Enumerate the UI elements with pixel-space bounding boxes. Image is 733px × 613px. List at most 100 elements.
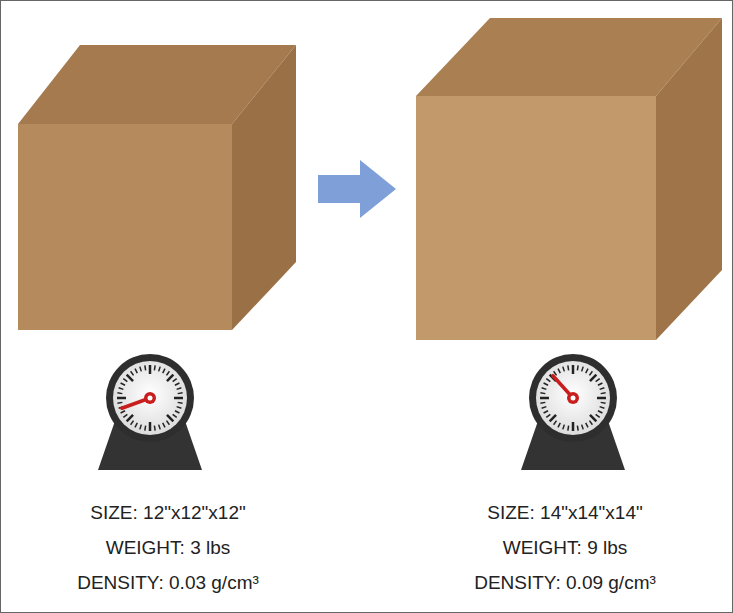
dial-tick <box>159 367 161 372</box>
dial-tick <box>590 375 596 381</box>
dial-tick <box>598 383 602 385</box>
dial-tick <box>159 425 161 430</box>
dial-tick <box>546 379 550 382</box>
dial-tick <box>140 367 142 372</box>
dial-tick <box>173 414 177 417</box>
dial-tick <box>572 422 575 431</box>
dial-tick <box>550 415 556 421</box>
dial-tick <box>540 392 545 394</box>
weighing-scale <box>521 354 625 470</box>
dial-face <box>536 361 610 435</box>
dial-tick <box>540 397 549 400</box>
needle-hub <box>567 392 579 404</box>
dial-tick <box>558 423 560 427</box>
dial-tick <box>163 369 165 373</box>
dial-tick <box>582 425 584 430</box>
dial-tick <box>154 365 156 370</box>
measurement-label: WEIGHT: 3 lbs <box>4 536 332 560</box>
dial-tick <box>542 407 547 409</box>
box-front <box>416 96 656 340</box>
box-front <box>18 124 232 330</box>
dial-tick <box>167 415 173 421</box>
dial-tick <box>140 425 142 430</box>
dial-tick <box>177 407 182 409</box>
dial-tick <box>167 375 173 381</box>
box-side <box>656 18 722 340</box>
weighing-scale <box>98 354 202 470</box>
dial-tick <box>144 426 146 431</box>
dial-tick <box>127 375 133 381</box>
dial-tick <box>589 371 592 375</box>
dial-tick <box>173 379 177 382</box>
dial-tick <box>135 369 137 373</box>
measurement-label: SIZE: 12"x12"x12" <box>4 501 332 525</box>
dial-tick <box>178 392 183 394</box>
dial-tick <box>175 383 179 385</box>
dial-tick <box>542 388 547 390</box>
dial-tick <box>123 414 127 417</box>
measurement-label: WEIGHT: 9 lbs <box>401 536 729 560</box>
transition-arrow <box>318 160 396 218</box>
dial-tick <box>572 365 575 374</box>
dial-tick <box>121 383 125 385</box>
dial-tick <box>117 402 122 404</box>
dial-tick <box>166 371 169 375</box>
dial-tick <box>596 379 600 382</box>
dial-tick <box>144 365 146 370</box>
dial-tick <box>554 421 557 425</box>
dial-tick <box>577 365 579 370</box>
dial-tick <box>117 397 126 400</box>
dial-tick <box>175 411 179 413</box>
dial-tick <box>149 365 152 374</box>
dial-tick <box>149 422 152 431</box>
needle-hub <box>144 392 156 404</box>
dial-tick <box>601 392 606 394</box>
needle-pin <box>148 396 153 401</box>
dial-tick <box>540 402 545 404</box>
dial-tick <box>598 411 602 413</box>
large-box <box>416 18 722 340</box>
measurement-label: DENSITY: 0.03 g/cm³ <box>4 571 332 595</box>
dial-tick <box>563 367 565 372</box>
dial-tick <box>567 365 569 370</box>
dial-tick <box>177 388 182 390</box>
dial-tick <box>558 369 560 373</box>
dial-tick <box>117 392 122 394</box>
dial-tick <box>166 421 169 425</box>
dial-tick <box>154 426 156 431</box>
dial-tick <box>601 402 606 404</box>
dial-tick <box>163 423 165 427</box>
dial-tick <box>582 367 584 372</box>
dial-tick <box>567 426 569 431</box>
small-box <box>18 45 296 330</box>
dial-tick <box>563 425 565 430</box>
dial-tick <box>586 369 588 373</box>
dial-tick <box>119 388 124 390</box>
needle-pin <box>571 396 576 401</box>
measurement-label: SIZE: 14"x14"x14" <box>401 501 729 525</box>
dial-tick <box>600 407 605 409</box>
dial-tick <box>121 411 125 413</box>
dial-rim <box>529 354 617 442</box>
dial-tick <box>544 411 548 413</box>
dial-tick <box>123 379 127 382</box>
box-side <box>232 45 296 330</box>
dial-tick <box>544 383 548 385</box>
dial-tick <box>590 415 596 421</box>
dial-tick <box>546 414 550 417</box>
dial-tick <box>596 414 600 417</box>
dial-tick <box>577 426 579 431</box>
dial-tick <box>589 421 592 425</box>
dial-tick <box>131 371 134 375</box>
dial-tick <box>131 421 134 425</box>
dial-tick <box>135 423 137 427</box>
measurement-label: DENSITY: 0.09 g/cm³ <box>401 571 729 595</box>
dial-tick <box>600 388 605 390</box>
dial-face <box>113 361 187 435</box>
dial-tick <box>127 415 133 421</box>
dial-tick <box>178 402 183 404</box>
dial-rim <box>106 354 194 442</box>
dial-tick <box>174 397 183 400</box>
